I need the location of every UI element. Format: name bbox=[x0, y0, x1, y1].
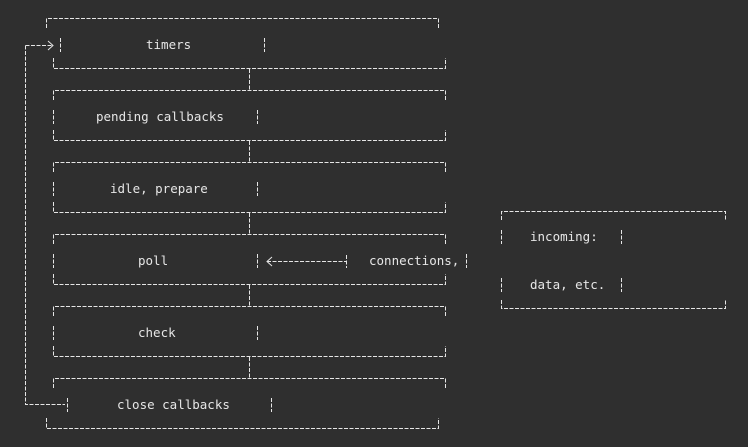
phase-label-timers: timers bbox=[146, 37, 192, 52]
phase-label-pending-callbacks: pending callbacks bbox=[96, 109, 224, 124]
phase-label-close-callbacks: close callbacks bbox=[117, 397, 230, 412]
phase-box-pending-callbacks bbox=[53, 90, 446, 141]
loop-back-line bbox=[25, 45, 65, 405]
incoming-label: incoming: bbox=[530, 229, 598, 244]
connections-label: connections, bbox=[369, 253, 460, 268]
incoming-arrow-head bbox=[266, 256, 273, 267]
phase-box-poll bbox=[53, 234, 446, 285]
phase-label-idle-prepare: idle, prepare bbox=[110, 181, 208, 196]
loop-arrow-head bbox=[47, 40, 54, 51]
phase-box-check bbox=[53, 306, 446, 357]
incoming-box bbox=[501, 211, 726, 309]
phase-label-check: check bbox=[138, 325, 176, 340]
phase-label-poll: poll bbox=[138, 253, 169, 268]
phase-box-timers bbox=[46, 18, 446, 69]
data-etc-label: data, etc. bbox=[530, 277, 606, 292]
phase-box-idle-prepare bbox=[53, 162, 446, 213]
phase-box-close-callbacks bbox=[46, 378, 446, 429]
